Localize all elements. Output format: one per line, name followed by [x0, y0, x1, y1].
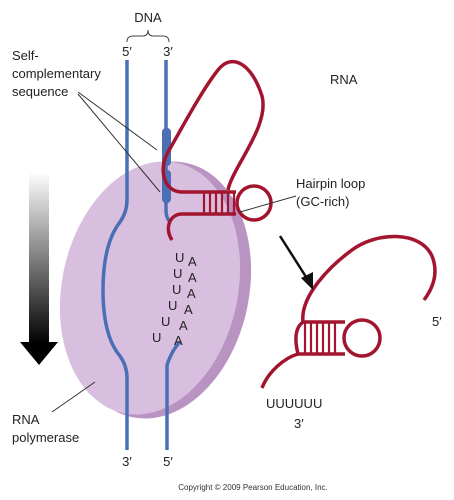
rna-label: RNA	[330, 72, 358, 87]
base-u4: U	[168, 298, 177, 313]
released-uracil-tail: UUUUUU	[266, 396, 322, 411]
base-u5: U	[161, 314, 170, 329]
base-u3: U	[172, 282, 181, 297]
base-a4: A	[184, 302, 193, 317]
released-rna-strand	[260, 234, 437, 389]
base-a2: A	[188, 270, 197, 285]
released-hairpin-base-pairs	[303, 322, 337, 354]
released-hairpin-stem	[294, 320, 345, 356]
top-left-end: 5′	[122, 44, 132, 59]
base-u2: U	[173, 266, 182, 281]
dna-bracket	[126, 29, 170, 43]
released-five-prime-end: 5′	[432, 314, 442, 329]
bottom-left-end: 3′	[122, 454, 132, 469]
nascent-rna-strand	[161, 59, 265, 241]
uracil-bases: U U U U U U	[152, 250, 184, 345]
base-a3: A	[187, 286, 196, 301]
hairpin-loop	[235, 184, 273, 222]
hairpin-loop-label-line2: (GC-rich)	[296, 194, 349, 209]
gradient-arrow-shaft	[29, 172, 49, 344]
rna-polymerase-label-line1: RNA	[12, 412, 40, 427]
released-three-prime-end: 3′	[294, 416, 304, 431]
base-a1: A	[188, 254, 197, 269]
bottom-right-end: 5′	[163, 454, 173, 469]
rna-polymerase-label-line2: polymerase	[12, 430, 79, 445]
hairpin-base-pairs	[202, 192, 236, 214]
base-a5: A	[179, 318, 188, 333]
self-complementary-label-line1: Self-	[12, 48, 39, 63]
gradient-arrow-head	[20, 342, 58, 365]
dna-nontemplate-strand-lower	[165, 340, 182, 450]
top-right-end: 3′	[163, 44, 173, 59]
adenine-bases: A A A A A A	[174, 254, 197, 348]
base-u1: U	[175, 250, 184, 265]
self-complementary-label-line2: complementary	[12, 66, 101, 81]
dna-template-strand	[101, 60, 129, 450]
dna-label: DNA	[134, 10, 162, 25]
released-hairpin-loop	[342, 318, 382, 358]
copyright-notice: Copyright © 2009 Pearson Education, Inc.	[178, 483, 328, 492]
leader-lines	[51, 91, 297, 413]
base-a6: A	[174, 333, 183, 348]
self-complementary-label-line3: sequence	[12, 84, 68, 99]
rna-polymerase	[59, 161, 241, 415]
hairpin-loop-label-line1: Hairpin loop	[296, 176, 365, 191]
hairpin-stem-connector	[200, 190, 236, 216]
release-arrow-line	[278, 235, 310, 281]
base-u6: U	[152, 330, 161, 345]
release-arrow-head	[301, 272, 313, 290]
